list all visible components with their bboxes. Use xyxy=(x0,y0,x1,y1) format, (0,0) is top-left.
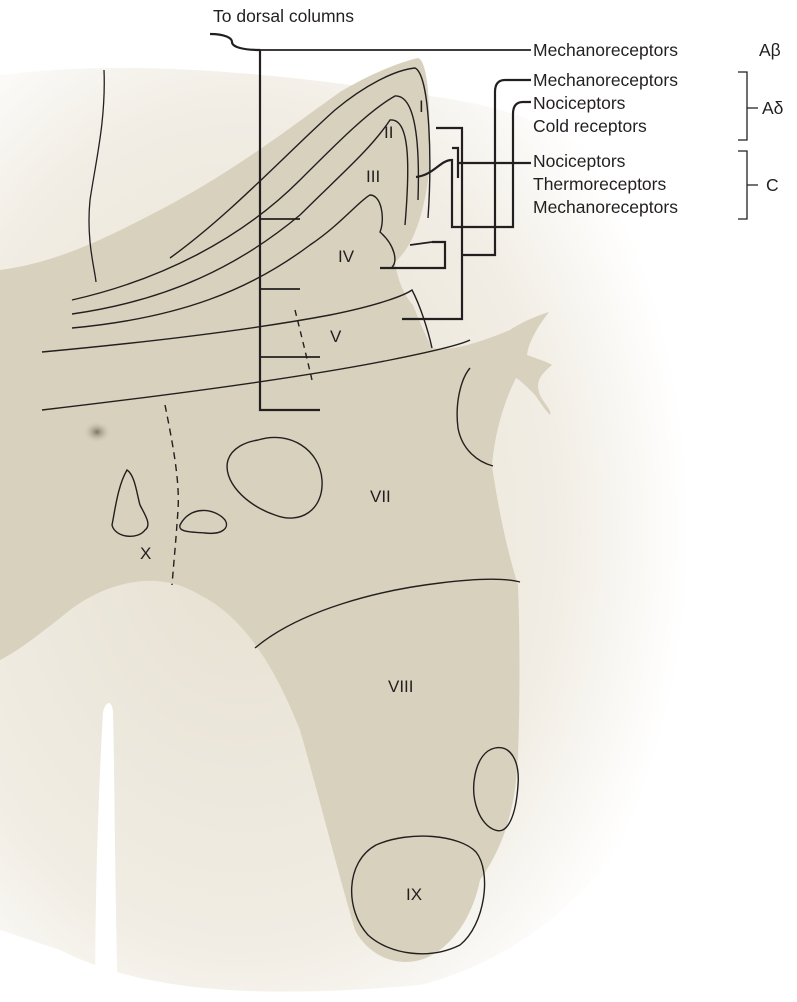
lamina-IX-label: IX xyxy=(406,885,422,904)
adelta-receptor-2-label: Nociceptors xyxy=(533,93,626,113)
c-group-label: C xyxy=(766,175,779,195)
central-spot xyxy=(83,421,111,443)
lamina-I-label: I xyxy=(419,97,424,116)
c-group-bracket xyxy=(738,151,758,219)
lamina-X-label: X xyxy=(140,544,151,563)
c-receptor-3-label: Mechanoreceptors xyxy=(533,197,678,217)
lamina-III-label: III xyxy=(366,167,380,186)
adelta-group-label: Aδ xyxy=(762,98,783,118)
abeta-receptor-label: Mechanoreceptors xyxy=(533,40,678,60)
to-dorsal-columns-label: To dorsal columns xyxy=(213,6,354,26)
c-receptor-1-label: Nociceptors xyxy=(533,151,626,171)
lamina-V-label: V xyxy=(330,327,342,346)
dorsal-columns-bracket xyxy=(210,34,260,50)
adelta-group-bracket xyxy=(738,72,758,140)
c-receptor-2-label: Thermoreceptors xyxy=(533,174,666,194)
lamina-IV-label: IV xyxy=(338,247,355,266)
adelta-receptor-1-label: Mechanoreceptors xyxy=(533,70,678,90)
adelta-receptor-3-label: Cold receptors xyxy=(533,116,647,136)
abeta-group-label: Aβ xyxy=(759,40,781,60)
lamina-VIII-label: VIII xyxy=(388,677,414,696)
lamina-VII-label: VII xyxy=(370,487,391,506)
lamina-II-label: II xyxy=(384,123,393,142)
